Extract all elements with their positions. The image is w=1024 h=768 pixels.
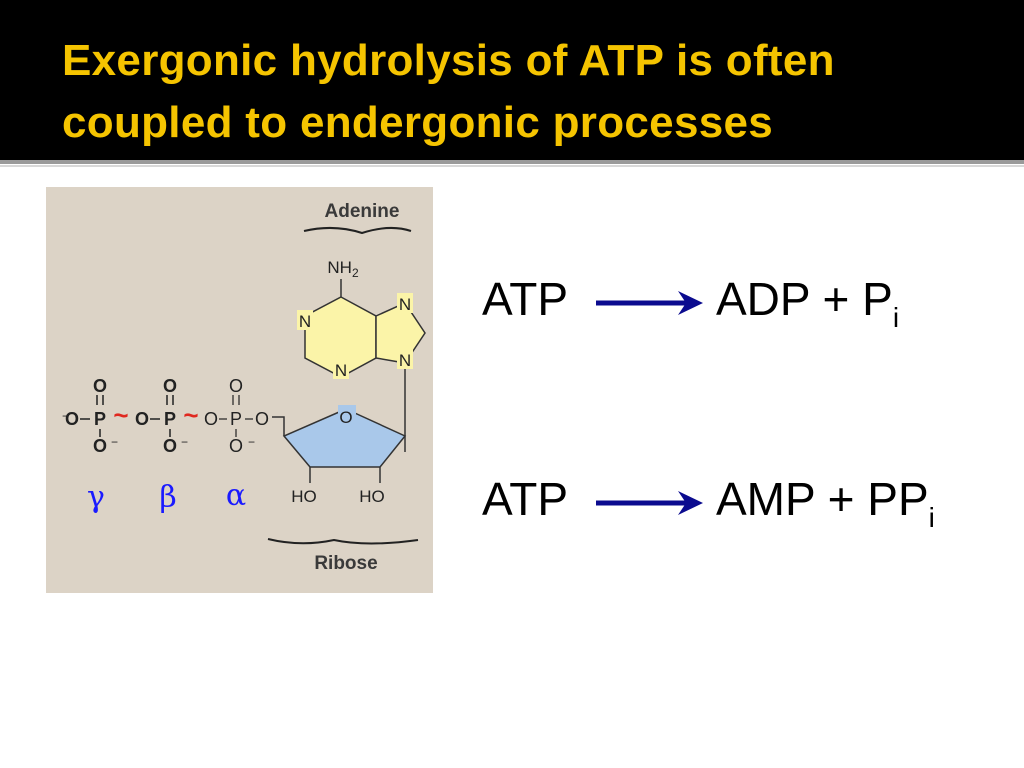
alpha-top-o: O	[229, 376, 243, 396]
equation-2-reactant: ATP	[482, 473, 569, 525]
atp-structure-diagram: Adenine NH2 N N N N O HO HO Ribose − O	[62, 201, 426, 574]
gamma-bottom-o: O	[93, 436, 107, 456]
adenine-brace	[303, 227, 412, 235]
equation-1-subscript: i	[892, 302, 900, 333]
alpha-bridge-o: O	[204, 409, 218, 429]
ring-o-mask	[338, 405, 356, 425]
atp-structure-figure: Adenine NH2 N N N N O HO HO Ribose − O	[46, 187, 433, 593]
gamma-label: γ	[87, 480, 105, 515]
beta-label: β	[159, 480, 176, 515]
gamma-anhydride-bond: ~	[113, 400, 128, 430]
equation-2-subscript: i	[928, 502, 935, 533]
title-line-2: coupled to endergonic processes	[62, 98, 774, 147]
adenine-label: Adenine	[325, 201, 400, 222]
alpha-label: α	[226, 478, 246, 513]
n-mask-4	[397, 349, 413, 369]
ribose-ring	[282, 408, 407, 468]
gamma-phosphorus: P	[94, 409, 106, 429]
ho-label-2: HO	[291, 487, 317, 506]
equation-1-products: ADP + Pi	[716, 271, 899, 333]
n-mask-2	[333, 359, 349, 379]
beta-bridge-o: O	[135, 409, 149, 429]
alpha-bottom-charge: −	[248, 435, 255, 449]
gamma-top-o: O	[93, 376, 107, 396]
ribose-brace	[267, 538, 419, 545]
title-line-1: Exergonic hydrolysis of ATP is often	[62, 36, 835, 85]
beta-phosphorus: P	[164, 409, 176, 429]
ribose-label: Ribose	[314, 553, 377, 574]
n7-label: N	[399, 295, 411, 314]
ring-oxygen-label: O	[339, 408, 352, 427]
gamma-terminal-charge: −	[62, 409, 69, 423]
alpha-phosphorus: P	[230, 409, 242, 429]
n-mask-1	[297, 310, 313, 330]
alpha-bottom-o: O	[229, 436, 243, 456]
header-rule	[0, 160, 1024, 164]
n1-label: N	[299, 312, 311, 331]
gamma-bottom-charge: −	[111, 435, 118, 449]
beta-bottom-o: O	[163, 436, 177, 456]
gamma-terminal-o: O	[65, 409, 79, 429]
slide-title: Exergonic hydrolysis of ATP is often cou…	[62, 30, 1002, 154]
equation-2-products-text: AMP + PP	[716, 473, 929, 525]
beta-bottom-charge: −	[181, 435, 188, 449]
equation-1-arrow-icon	[596, 291, 703, 315]
n3-label: N	[335, 361, 347, 380]
title-bar	[0, 0, 1024, 160]
ho-label-3: HO	[359, 487, 385, 506]
n-mask-3	[397, 293, 413, 313]
beta-anhydride-bond: ~	[183, 400, 198, 430]
nh2-label: NH2	[327, 258, 359, 280]
equation-1-products-text: ADP + P	[716, 273, 893, 325]
ester-o: O	[255, 409, 269, 429]
beta-top-o: O	[163, 376, 177, 396]
equation-1-reactant: ATP	[482, 273, 569, 325]
n9-label: N	[399, 351, 411, 370]
c5-bond	[272, 416, 285, 436]
header-rule-light	[0, 165, 1024, 167]
equation-2-products: AMP + PPi	[716, 471, 935, 533]
equation-2-arrow-icon	[596, 491, 703, 515]
